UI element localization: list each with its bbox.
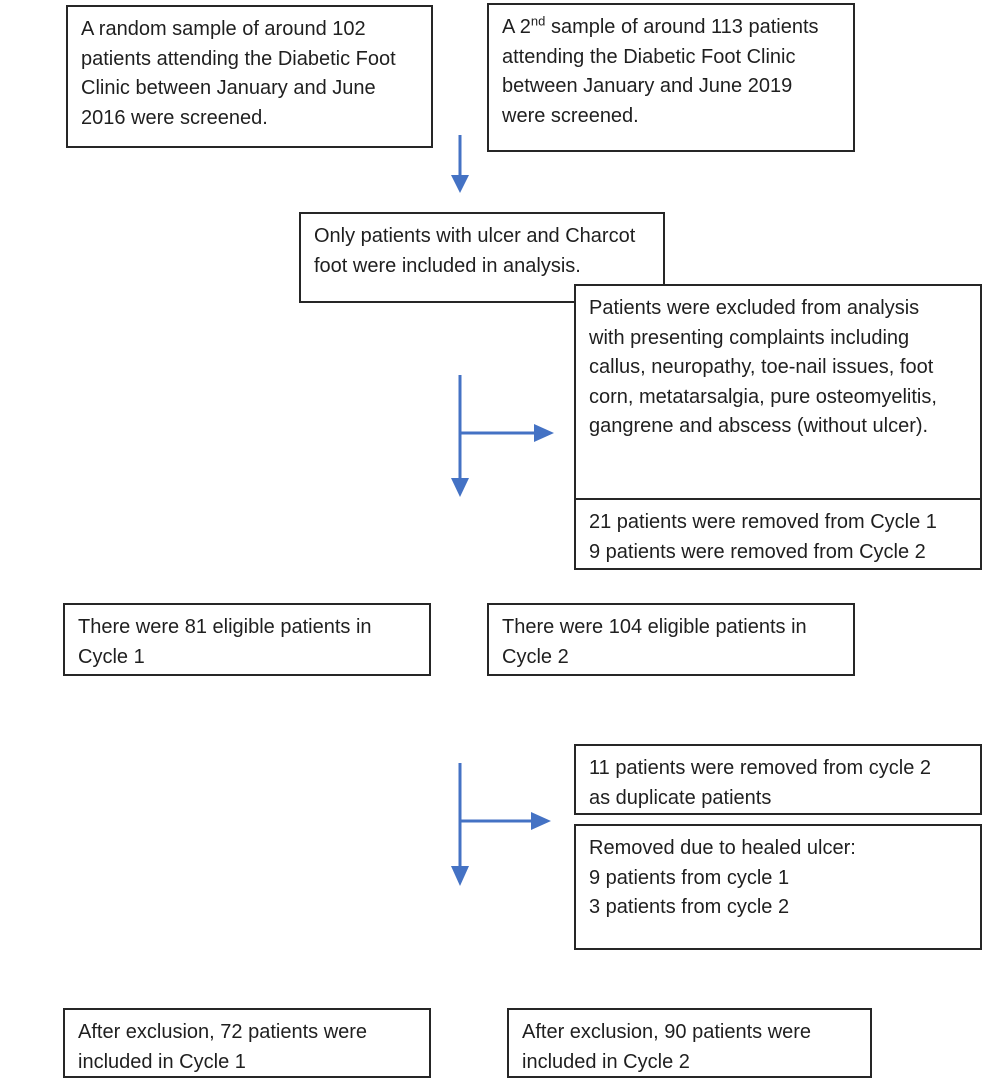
box-second-sample-cycle2: A 2nd sample of around 113 patients atte… — [487, 3, 855, 152]
box-text-line: Removed due to healed ulcer: — [589, 837, 856, 859]
box-text-line: callus, neuropathy, toe-nail issues, foo… — [589, 356, 934, 378]
box-text-line: patients attending the Diabetic Foot — [81, 47, 396, 70]
box-text-line: 11 patients were removed from cycle 2 — [589, 757, 932, 779]
box-text-line: 21 patients were removed from Cycle 1 — [589, 511, 937, 533]
box-exclusion-criteria: Patients were excluded from analysis wit… — [574, 284, 982, 500]
box-text-line: 9 patients from cycle 1 — [589, 866, 790, 889]
arrow-right-to-removals — [460, 812, 551, 830]
box-text-line: gangrene and abscess (without ulcer). — [589, 415, 929, 437]
box-text-line: Cycle 2 — [502, 645, 569, 668]
box-text-line: between January and June 2019 — [502, 75, 793, 97]
line-rest: sample of around 113 patients — [545, 16, 819, 38]
box-removed-counts: 21 patients were removed from Cycle 1 9 … — [574, 498, 982, 570]
box-random-sample-cycle1: A random sample of around 102 patients a… — [66, 5, 433, 148]
box-text-line: There were 81 eligible patients in — [78, 616, 372, 638]
box-text-line: as duplicate patients — [589, 786, 772, 809]
box-text-line: A random sample of around 102 — [81, 18, 366, 40]
arrow-down-to-included — [451, 763, 469, 886]
ordinal-superscript: nd — [530, 13, 546, 29]
line-prefix: A 2 — [502, 16, 531, 38]
box-text-line: Clinic between January and June — [81, 77, 376, 99]
box-included-cycle1: After exclusion, 72 patients were includ… — [63, 1008, 431, 1078]
box-inclusion-criteria: Only patients with ulcer and Charcot foo… — [299, 212, 665, 303]
box-text-line: attending the Diabetic Foot Clinic — [502, 45, 796, 68]
box-text-line: After exclusion, 90 patients were — [522, 1021, 812, 1043]
box-eligible-cycle1: There were 81 eligible patients in Cycle… — [63, 603, 431, 676]
box-text-line: included in Cycle 1 — [78, 1050, 246, 1073]
arrow-down-to-eligible — [451, 375, 469, 497]
box-text-line: corn, metatarsalgia, pure osteomyelitis, — [589, 385, 937, 408]
box-healed-ulcer-removed: Removed due to healed ulcer: 9 patients … — [574, 824, 982, 950]
box-eligible-cycle2: There were 104 eligible patients in Cycl… — [487, 603, 855, 676]
box-included-cycle2: After exclusion, 90 patients were includ… — [507, 1008, 872, 1078]
box-text-line: 9 patients were removed from Cycle 2 — [589, 540, 926, 563]
arrow-down-to-inclusion — [451, 135, 469, 193]
arrow-right-to-exclusion — [460, 424, 554, 442]
box-text-line: Patients were excluded from analysis — [589, 297, 920, 319]
box-text-line: A 2nd sample of around 113 patients — [502, 13, 840, 43]
box-duplicates-removed: 11 patients were removed from cycle 2 as… — [574, 744, 982, 815]
box-text-line: 3 patients from cycle 2 — [589, 896, 790, 918]
box-text-line: included in Cycle 2 — [522, 1050, 690, 1073]
box-text-line: Cycle 1 — [78, 645, 145, 668]
box-text-line: with presenting complaints including — [589, 326, 910, 349]
box-text-line: 2016 were screened. — [81, 106, 268, 129]
box-text-line: foot were included in analysis. — [314, 254, 581, 277]
box-text-line: were screened. — [502, 104, 639, 127]
box-text-line: There were 104 eligible patients in — [502, 616, 807, 638]
box-text-line: Only patients with ulcer and Charcot — [314, 225, 636, 247]
box-text-line: After exclusion, 72 patients were — [78, 1021, 368, 1043]
